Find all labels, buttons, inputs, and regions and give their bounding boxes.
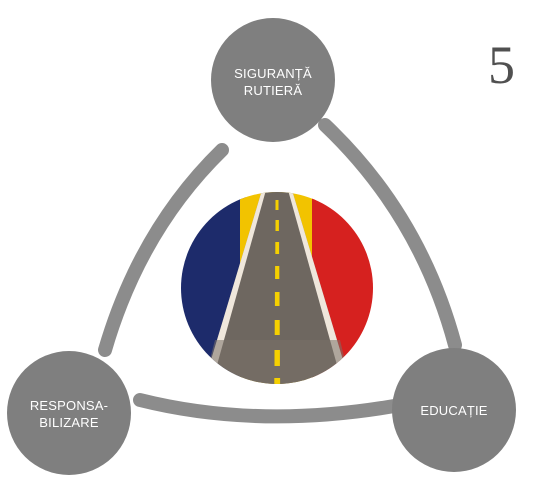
node-right-label-line1: EDUCAȚIE <box>420 403 487 418</box>
node-left-circle <box>7 351 131 475</box>
node-top-label-line1: SIGURANȚĂ <box>234 66 312 81</box>
node-left-label-line2: BILIZARE <box>39 415 99 430</box>
lane-dashes <box>274 200 281 384</box>
node-responsabilizare: RESPONSA- BILIZARE <box>7 351 131 475</box>
connector-top-left <box>98 143 229 357</box>
node-right-circle <box>392 348 516 472</box>
node-left-label-line1: RESPONSA- <box>30 398 108 413</box>
node-educatie: EDUCAȚIE <box>392 348 516 472</box>
node-top-label-line2: RUTIERĂ <box>244 83 303 98</box>
connector-ring <box>98 118 462 424</box>
page-number: 5 <box>488 35 515 95</box>
node-top-circle <box>211 18 335 142</box>
connector-top-right <box>318 118 462 352</box>
connector-bottom <box>133 393 407 424</box>
node-siguranta-rutiera: SIGURANȚĂ RUTIERĂ <box>211 18 335 142</box>
road-flag-emblem <box>181 192 373 384</box>
